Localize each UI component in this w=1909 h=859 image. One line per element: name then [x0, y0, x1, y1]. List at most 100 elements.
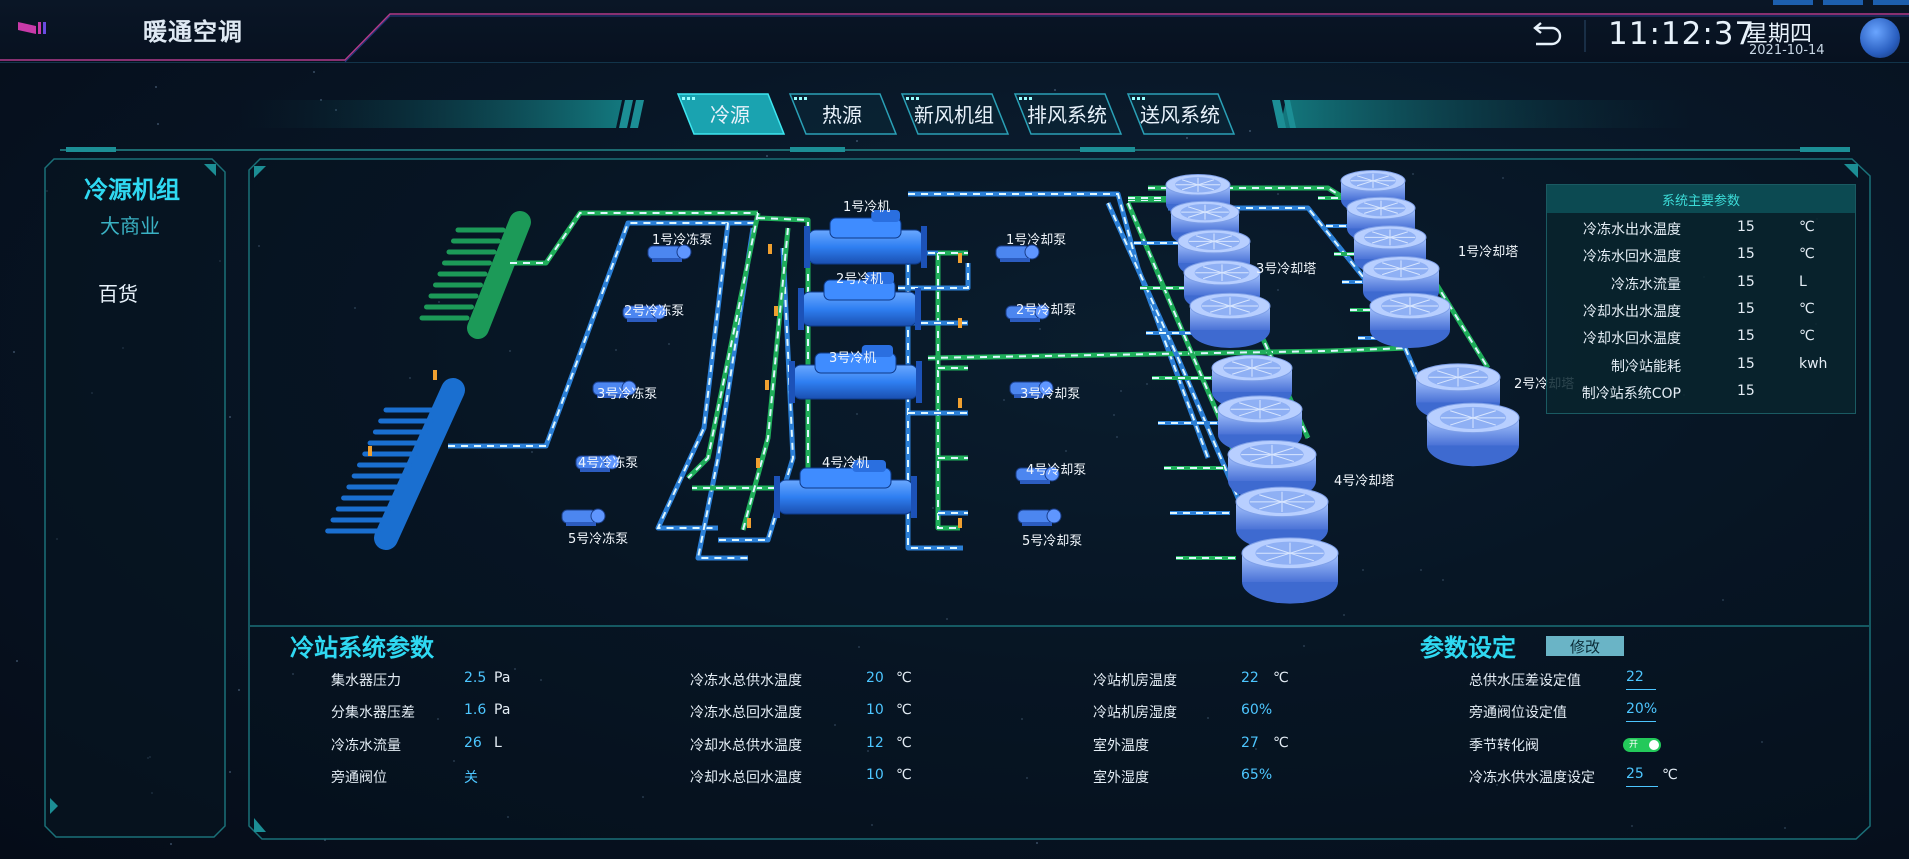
green-manifold — [467, 211, 531, 339]
app-title: 暖通空调 — [143, 18, 243, 46]
star-dot — [1064, 450, 1067, 453]
setting-input[interactable]: 25 — [1626, 766, 1658, 787]
tab-label: 新风机组 — [914, 102, 994, 127]
back-arrow-icon[interactable] — [1528, 20, 1564, 50]
cooling-pump-2-label: 2号冷却泵 — [1016, 303, 1077, 318]
chilled-pump-4-label: 4号冷冻泵 — [578, 456, 639, 471]
station-param-value: 27 — [1241, 734, 1259, 751]
station-param-unit: ℃ — [896, 702, 912, 719]
user-avatar-icon[interactable] — [1860, 18, 1900, 58]
star-dot — [1206, 717, 1209, 719]
station-param-label: 冷站机房温度 — [1093, 673, 1177, 689]
logo-icon — [18, 22, 46, 34]
left-panel-item-baihuo[interactable]: 百货 — [98, 282, 138, 306]
main-param-unit: L — [1799, 273, 1807, 290]
chiller[interactable] — [798, 272, 921, 330]
station-param-value: 20 — [866, 670, 884, 686]
tab-3[interactable]: 排风系统 — [1013, 92, 1123, 135]
star-dot — [857, 646, 860, 649]
main-param-label: 制冷站能耗 — [1611, 358, 1681, 375]
tab-label: 送风系统 — [1140, 102, 1220, 127]
station-param-unit: ℃ — [1273, 734, 1289, 751]
station-param-unit: Pa — [494, 702, 511, 719]
main-param-value: 15 — [1737, 300, 1755, 317]
station-param-label: 冷冻水总回水温度 — [690, 705, 802, 722]
cooling-tower[interactable] — [1165, 174, 1231, 219]
station-param-value: 10 — [866, 766, 884, 783]
star-dot — [1502, 176, 1505, 179]
chilled-pump-5-label: 5号冷冻泵 — [568, 532, 629, 547]
tab-0[interactable]: 冷源 — [676, 92, 786, 135]
star-dot — [1112, 414, 1115, 417]
chiller[interactable] — [789, 345, 922, 403]
setting-unit: ℃ — [1662, 766, 1678, 783]
star-dot — [766, 155, 769, 158]
setting-input[interactable]: 22 — [1626, 669, 1656, 690]
pump[interactable] — [622, 304, 667, 322]
main-param-unit: ℃ — [1799, 246, 1815, 263]
cooling-tower[interactable] — [1340, 170, 1406, 215]
star-dot — [1761, 741, 1764, 744]
chiller[interactable] — [804, 210, 927, 268]
edit-button[interactable]: 修改 — [1546, 636, 1624, 656]
pump[interactable] — [647, 244, 692, 262]
star-dot — [855, 140, 858, 143]
valve-marker — [958, 518, 962, 528]
pump[interactable] — [1015, 466, 1060, 484]
chilled-pump-3-label: 3号冷冻泵 — [597, 387, 658, 402]
star-dot — [832, 456, 835, 459]
toggle-knob — [1649, 740, 1659, 750]
main-param-value: 15 — [1737, 328, 1755, 345]
star-dot — [1185, 137, 1188, 140]
pipe-flow — [656, 222, 729, 529]
pump[interactable] — [561, 508, 606, 526]
main-param-label: 冷却水回水温度 — [1583, 331, 1681, 348]
station-param-value: 65% — [1241, 766, 1273, 783]
cooling-tower-1-label: 1号冷却塔 — [1458, 245, 1519, 260]
star-dot — [1276, 193, 1279, 196]
cooling-tower-4-label: 4号冷却塔 — [1334, 474, 1395, 489]
equipment-layer — [368, 170, 1520, 604]
station-param-value: 1.6 — [464, 702, 487, 719]
tab-2[interactable]: 新风机组 — [900, 92, 1010, 135]
star-dot — [1116, 435, 1119, 438]
cooling-tower[interactable] — [1369, 292, 1451, 348]
cooling-tower[interactable] — [1189, 292, 1271, 348]
star-dot — [509, 350, 512, 353]
station-params-title: 冷站系统参数 — [290, 634, 434, 662]
chiller[interactable] — [774, 460, 917, 518]
pump[interactable] — [592, 380, 637, 398]
date: 2021-10-14 — [1749, 43, 1825, 58]
star-dot — [258, 244, 261, 247]
cooling-tower[interactable] — [1217, 395, 1303, 454]
station-param-label: 旁通阀位 — [331, 769, 387, 786]
star-dot — [1119, 390, 1122, 393]
pump[interactable] — [1005, 304, 1050, 322]
pump[interactable] — [575, 454, 620, 472]
tab-1[interactable]: 热源 — [788, 92, 898, 135]
star-dot — [668, 343, 671, 346]
setting-input[interactable]: 20% — [1626, 701, 1657, 723]
star-dot — [291, 672, 294, 675]
valve-marker — [958, 318, 962, 328]
header-bar — [0, 0, 1909, 63]
station-param-label: 集水器压力 — [331, 673, 401, 689]
star-dot — [354, 307, 357, 310]
pump[interactable] — [1009, 380, 1054, 398]
pump[interactable] — [1017, 508, 1062, 526]
season-valve-toggle[interactable]: 开 — [1623, 738, 1661, 752]
valve-marker — [765, 380, 769, 390]
tab-4[interactable]: 送风系统 — [1126, 92, 1236, 135]
star-dot — [1630, 825, 1633, 828]
pump[interactable] — [995, 244, 1040, 262]
main-param-value: 15 — [1737, 382, 1755, 399]
station-param-unit: L — [494, 734, 502, 751]
left-panel-title: 冷源机组 — [84, 176, 180, 204]
station-param-unit: ℃ — [896, 670, 912, 686]
clock-time: 11:12:37 — [1608, 16, 1756, 52]
cooling-tower[interactable] — [1426, 402, 1520, 467]
cooling-tower[interactable] — [1241, 537, 1339, 604]
